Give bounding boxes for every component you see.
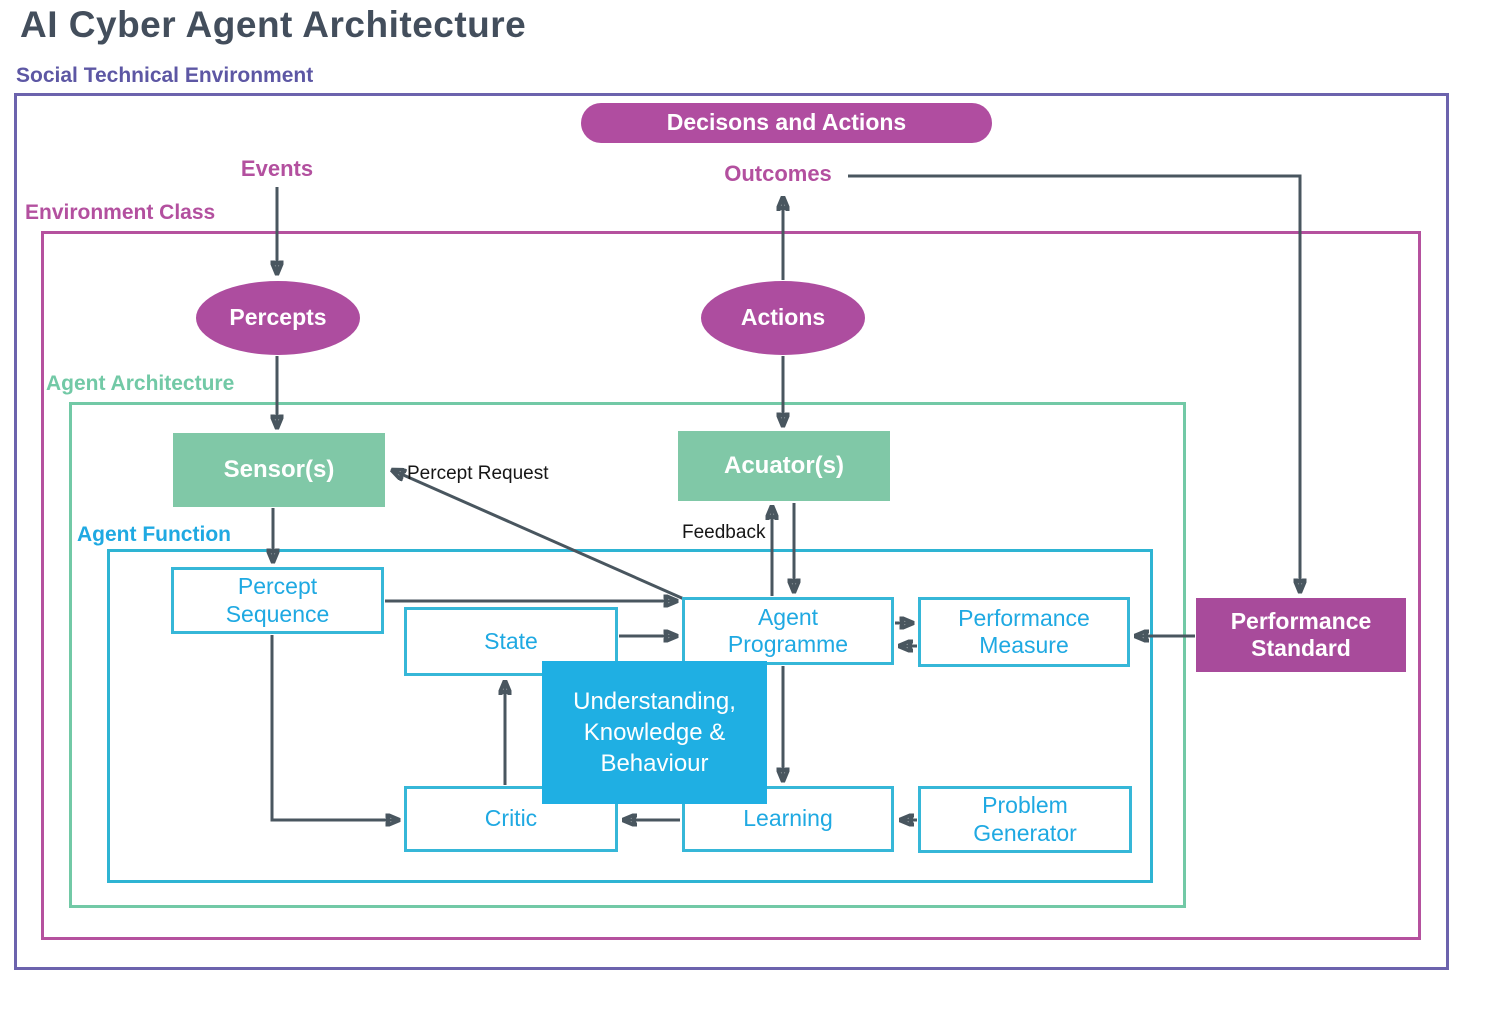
agent-architecture-label: Agent Architecture xyxy=(46,372,235,395)
percept-sequence-node: Percept Sequence xyxy=(171,567,384,634)
performance-measure-node: Performance Measure xyxy=(918,597,1130,667)
state-label: State xyxy=(484,627,538,654)
social-technical-environment-label: Social Technical Environment xyxy=(16,64,314,87)
percept-sequence-label: Percept Sequence xyxy=(225,573,330,627)
feedback-edge-label: Feedback xyxy=(682,522,766,543)
agent-function-boundary xyxy=(107,549,1153,883)
agent-programme-label: Agent Programme xyxy=(727,603,849,657)
agent-function-label: Agent Function xyxy=(77,523,231,546)
sensors-node: Sensor(s) xyxy=(173,433,385,507)
events-label: Events xyxy=(240,156,314,181)
problem-generator-node: Problem Generator xyxy=(918,786,1132,853)
page-title: AI Cyber Agent Architecture xyxy=(20,4,527,45)
percept-request-edge-label: Percept Request xyxy=(407,463,549,484)
agent-architecture-boundary xyxy=(69,402,1186,908)
decisions-and-actions-banner: Decisons and Actions xyxy=(581,103,992,143)
learning-label: Learning xyxy=(743,805,833,832)
performance-standard-label: Performance Standard xyxy=(1230,607,1372,661)
agent-programme-node: Agent Programme xyxy=(682,597,894,665)
social-technical-environment-boundary xyxy=(14,93,1449,970)
critic-label: Critic xyxy=(484,805,538,832)
understanding-knowledge-behaviour-node: Understanding, Knowledge & Behaviour xyxy=(542,661,767,804)
edge-percept-request xyxy=(392,470,685,601)
environment-class-label: Environment Class xyxy=(25,201,216,224)
learning-node: Learning xyxy=(682,786,894,852)
performance-standard-node: Performance Standard xyxy=(1196,598,1406,672)
actuators-node: Acuator(s) xyxy=(678,431,890,501)
performance-measure-label: Performance Measure xyxy=(958,604,1090,658)
percepts-node: Percepts xyxy=(196,281,360,355)
actions-node: Actions xyxy=(701,281,865,355)
outcomes-label: Outcomes xyxy=(724,161,832,186)
edge-outcomes-to-performance-standard xyxy=(848,174,1300,592)
problem-generator-label: Problem Generator xyxy=(973,792,1077,846)
understanding-knowledge-behaviour-label: Understanding, Knowledge & Behaviour xyxy=(573,687,736,778)
edge-percept-sequence-to-critic xyxy=(270,635,399,820)
environment-class-boundary xyxy=(41,231,1421,940)
